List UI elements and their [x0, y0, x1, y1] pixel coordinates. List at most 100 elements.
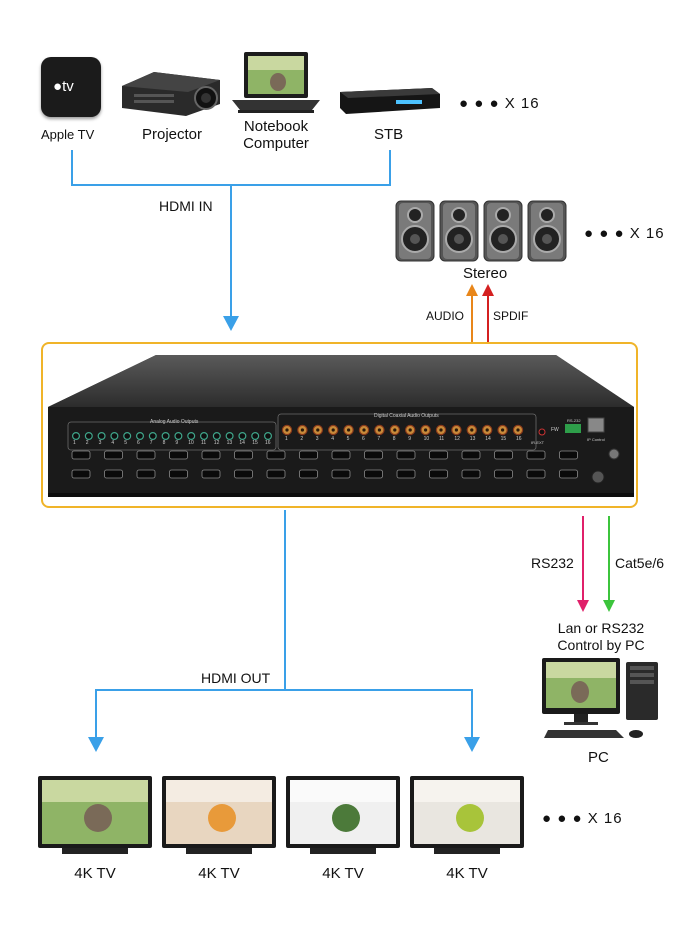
power-socket [591, 470, 605, 484]
hdmi-out-label: HDMI OUT [201, 670, 271, 686]
apple-tv-label: Apple TV [41, 127, 95, 142]
hdmi-output-port [396, 469, 416, 479]
tv-icon [286, 774, 400, 856]
coax-port-number: 4 [331, 436, 334, 442]
ethernet-port [587, 417, 605, 433]
stb-icon [340, 88, 440, 114]
audio-arrow [466, 284, 478, 342]
lan-control-line1: Lan or RS232 [557, 620, 645, 636]
spdif-arrow [482, 284, 494, 342]
hdmi-output-port [234, 469, 253, 479]
hdmi-output-port [136, 469, 156, 479]
hdmi-input-port [136, 450, 156, 460]
hdmi-out-line-left [95, 689, 97, 739]
pc-icon [542, 658, 658, 738]
projector-label: Projector [142, 126, 203, 143]
tv-icon [162, 774, 276, 856]
coax-rca-jack-center [285, 428, 289, 432]
analog-audio-jack [264, 431, 273, 440]
fw-label: FW [551, 427, 559, 433]
notebook-label-line2: Computer [243, 135, 309, 152]
hdmi-out-line-right [471, 689, 473, 739]
coax-rca-jack-center [393, 428, 397, 432]
analog-port-number: 14 [239, 440, 245, 446]
coax-port-number: 1 [285, 436, 288, 442]
hdmi-output-port [429, 469, 448, 479]
rs232-port-label: RS-232 [567, 418, 581, 423]
tv-icon [410, 774, 524, 856]
coax-port-number: 8 [392, 436, 396, 442]
tv-label: 4K TV [198, 865, 240, 882]
stereo-label: Stereo [463, 265, 508, 282]
coax-rca-jack-center [331, 428, 335, 432]
hdmi-input-port [234, 450, 253, 460]
coax-port-number: 12 [454, 436, 460, 442]
coax-port-number: 2 [300, 436, 304, 442]
hdmi-input-port [526, 450, 546, 460]
analog-port-number: 3 [98, 440, 102, 446]
hdmi-in-label: HDMI IN [159, 198, 213, 214]
analog-port-number: 16 [265, 440, 271, 446]
stereo-more-indicator: ● ● ● X 16 [584, 225, 665, 242]
analog-audio-jack [148, 431, 157, 440]
hdmi-out-line-up [284, 510, 286, 690]
stereo-count: X 16 [629, 225, 665, 242]
coax-rca-jack-center [485, 428, 489, 432]
coax-audio-title: Digital Coaxial Audio Outputs [374, 413, 439, 419]
coax-rca-jack-center [362, 428, 366, 432]
hdmi-input-port [559, 450, 578, 460]
hdmi-in-line-right [389, 150, 391, 186]
hdmi-output-port [364, 469, 383, 479]
sources-count: X 16 [504, 95, 540, 112]
hdmi-input-port [429, 450, 448, 460]
sources-more-indicator: ● ● ● X 16 [459, 95, 540, 112]
coax-rca-jack-center [377, 428, 381, 432]
cat-arrow [603, 516, 615, 612]
hdmi-output-port [201, 469, 221, 479]
analog-audio-title: Analog Audio Outputs [150, 419, 199, 425]
hdmi-output-port [299, 469, 318, 479]
analog-port-number: 4 [111, 440, 115, 446]
coax-rca-jack-center [424, 428, 428, 432]
hdmi-input-port [266, 450, 286, 460]
tv-icon [38, 774, 152, 856]
analog-audio-jack [123, 431, 132, 440]
tvs-count: X 16 [587, 810, 623, 827]
rs232-arrow [577, 516, 589, 612]
hdmi-input-port [331, 450, 351, 460]
analog-audio-jack [174, 431, 183, 440]
notebook-label-line1: Notebook [243, 118, 309, 135]
coax-rca-jack-center [501, 428, 505, 432]
coax-port-number: 14 [485, 436, 491, 442]
hdmi-out-left-arrowhead [88, 737, 104, 752]
analog-audio-jack [212, 431, 221, 440]
analog-audio-jack [161, 431, 170, 440]
hdmi-out-right-arrowhead [464, 737, 480, 752]
hdmi-output-port [559, 469, 578, 479]
notebook-label: Notebook Computer [236, 118, 316, 152]
matrix-device [48, 355, 634, 497]
coax-rca-jack-center [408, 428, 412, 432]
projector-icon [122, 72, 220, 116]
coax-rca-jack-center [470, 428, 474, 432]
hdmi-output-port [169, 469, 188, 479]
analog-audio-jack [238, 431, 247, 440]
hdmi-output-port [104, 469, 123, 479]
lan-control-line2: Control by PC [557, 637, 645, 653]
ir-ext-port [538, 428, 546, 436]
analog-port-number: 9 [175, 440, 179, 446]
analog-port-number: 8 [162, 440, 166, 446]
ir-ext-label: IR-EXT [531, 440, 545, 445]
coax-port-number: 10 [423, 436, 430, 442]
analog-port-number: 1 [73, 440, 76, 446]
apple-tv-logo: ●tv [53, 78, 74, 95]
analog-port-number: 7 [149, 440, 153, 446]
cat-label: Cat5e/6 [615, 555, 665, 571]
hdmi-output-port [526, 469, 546, 479]
analog-port-number: 15 [252, 440, 258, 446]
stb-label: STB [374, 126, 404, 143]
coax-port-number: 7 [377, 436, 381, 442]
analog-audio-jack [84, 431, 93, 440]
analog-audio-jack [97, 431, 106, 440]
rs232-label: RS232 [531, 555, 574, 571]
